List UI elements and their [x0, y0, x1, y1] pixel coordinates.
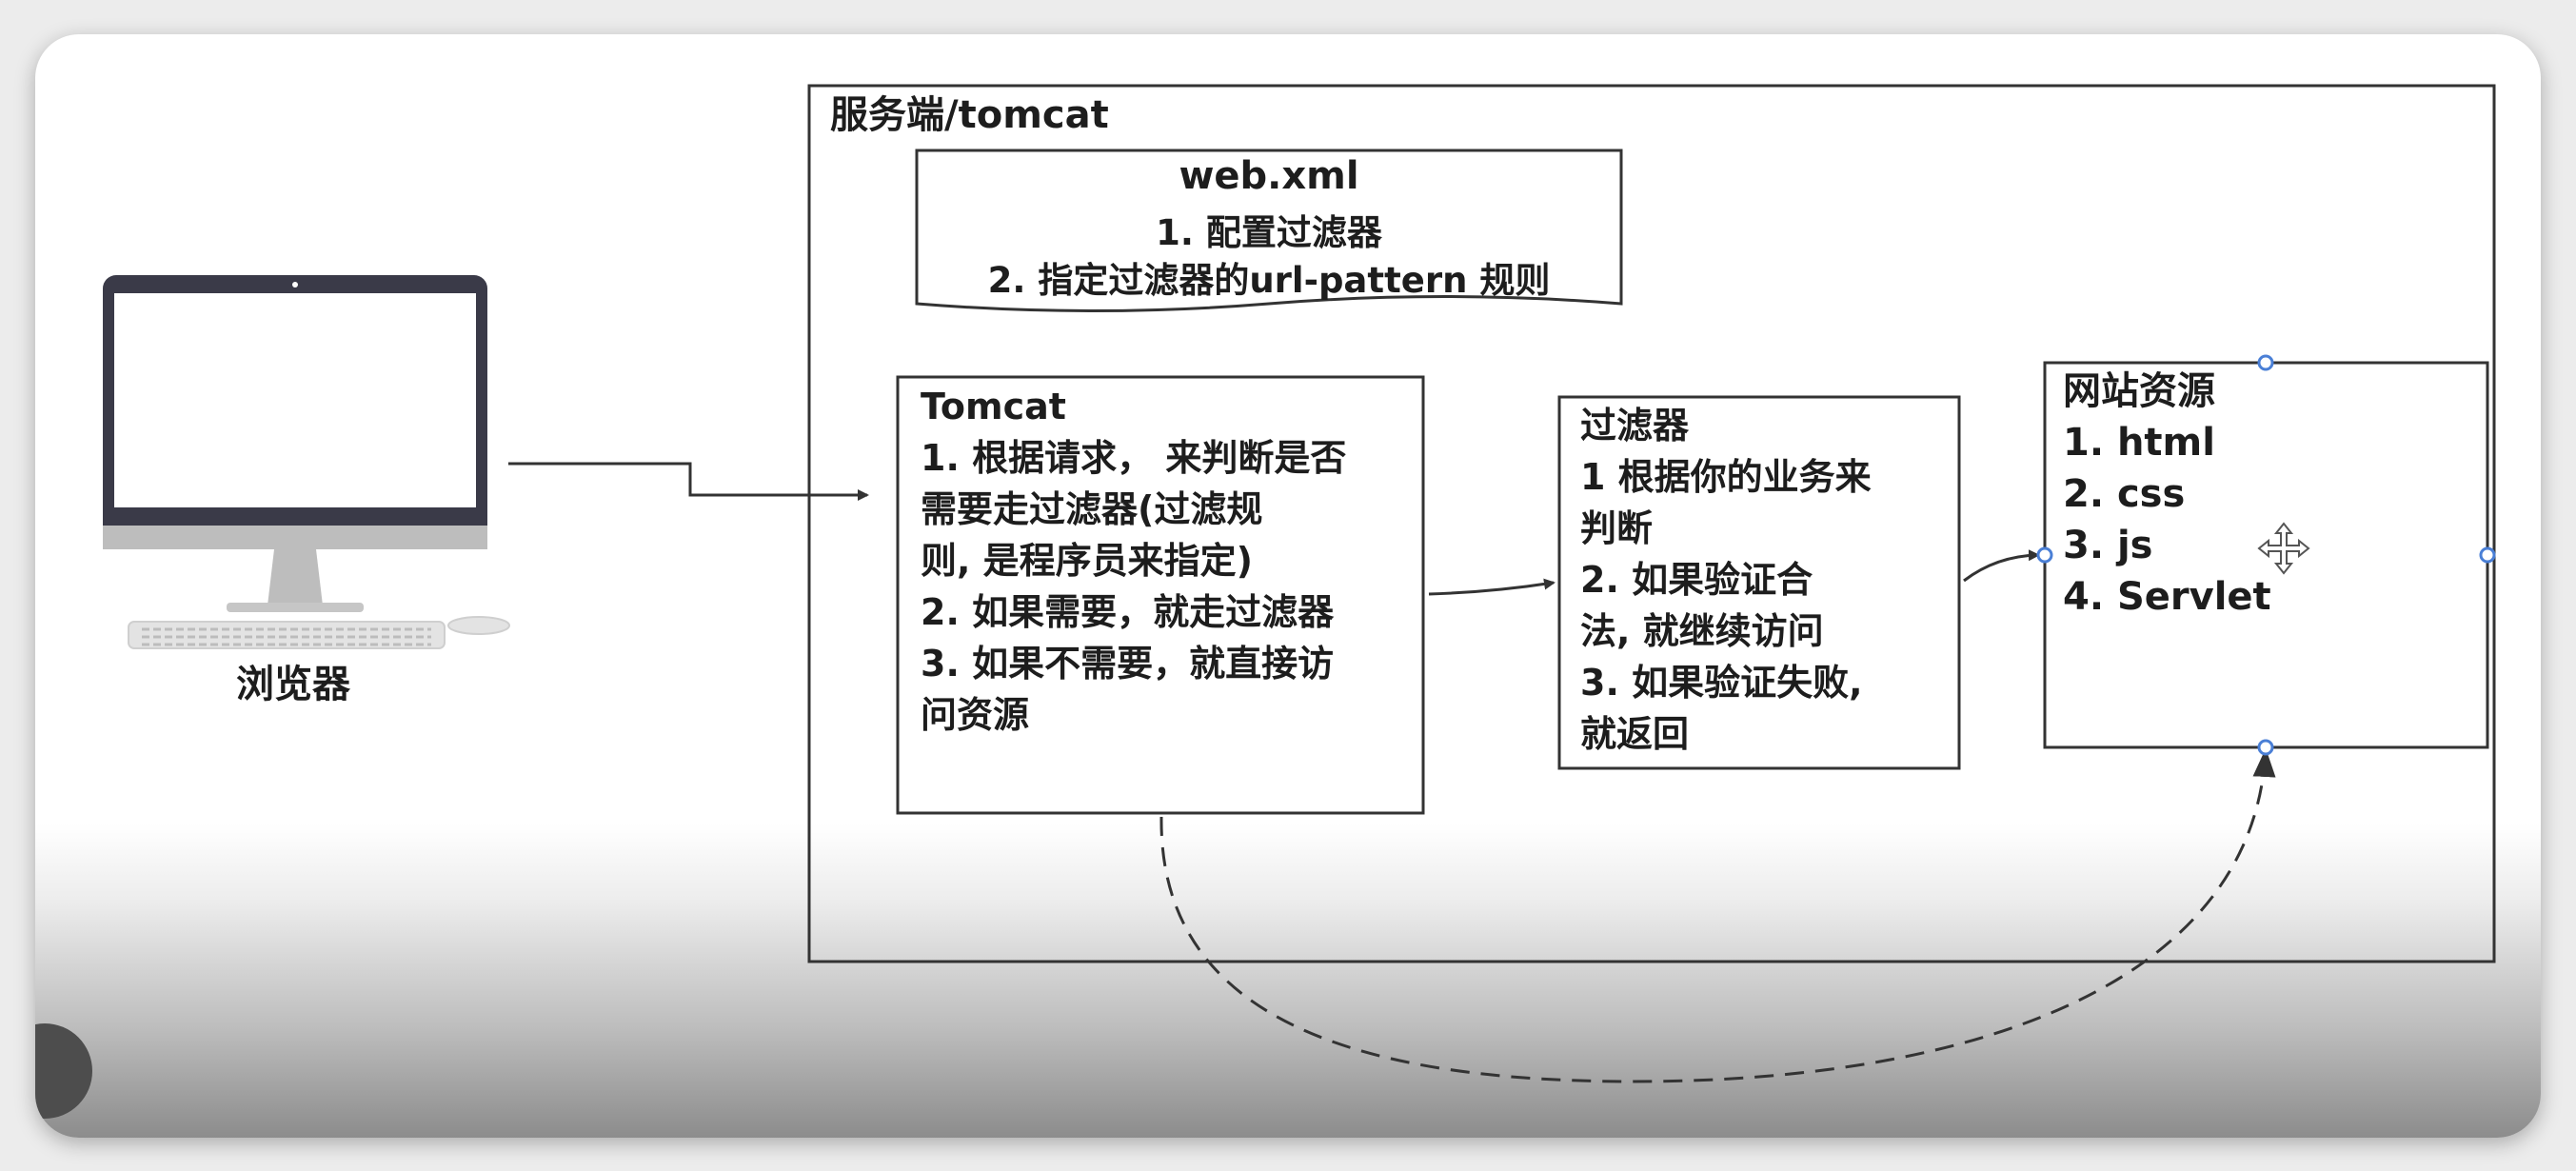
resources-line: 4. Servlet	[2063, 575, 2271, 619]
tomcat-line: 需要走过滤器(过滤规	[921, 488, 1263, 530]
filter-box-text: 过滤器 1 根据你的业务来 判断 2. 如果验证合 法, 就继续访问 3. 如果…	[1580, 400, 1872, 760]
webxml-document-shape	[915, 149, 1623, 312]
webxml-line-2: 2. 指定过滤器的url-pattern 规则	[987, 260, 1551, 301]
resources-line: 网站资源	[2063, 369, 2215, 413]
browser-to-tomcat-arrow	[508, 462, 869, 501]
selection-handles[interactable]	[2036, 354, 2496, 756]
keyboard-icon	[128, 621, 446, 649]
tomcat-box-text: Tomcat 1. 根据请求， 来判断是否 需要走过滤器(过滤规 则, 是程序员…	[921, 381, 1346, 741]
move-cursor-icon	[2257, 522, 2310, 575]
tomcat-box	[896, 375, 1425, 815]
diagram-canvas	[103, 84, 2496, 1083]
tomcat-line: 问资源	[921, 694, 1030, 736]
webxml-line-1: 1. 配置过滤器	[1156, 212, 1382, 253]
canvas: 服务端/tomcat web.xml 1. 配置过滤器 2. 指定过滤器的url…	[35, 34, 2541, 1138]
filter-line: 判断	[1580, 507, 1654, 549]
tomcat-line: 则, 是程序员来指定)	[921, 540, 1254, 582]
filter-box	[1557, 395, 1961, 770]
tomcat-line: 3. 如果不需要，就直接访	[921, 643, 1335, 685]
filter-line: 就返回	[1580, 713, 1690, 755]
filter-line: 3. 如果验证失败,	[1580, 662, 1863, 704]
tomcat-to-filter-arrow	[1428, 578, 1556, 596]
monitor-icon	[103, 275, 487, 612]
server-box	[807, 84, 2496, 963]
tomcat-line: 1. 根据请求， 来判断是否	[921, 437, 1347, 479]
filter-line: 法, 就继续访问	[1580, 610, 1824, 652]
resources-line: 1. html	[2063, 421, 2215, 465]
resources-line: 2. css	[2063, 472, 2186, 516]
bottom-shade	[35, 824, 2541, 1138]
server-title: 服务端/tomcat	[830, 93, 1109, 137]
filter-line: 1 根据你的业务来	[1580, 456, 1872, 498]
webxml-title: web.xml	[1179, 154, 1359, 198]
resources-box-text: 网站资源 1. html 2. css 3. js 4. Servlet	[2063, 366, 2271, 623]
filter-line: 过滤器	[1580, 405, 1690, 447]
resources-line: 3. js	[2063, 524, 2153, 567]
browser-label: 浏览器	[236, 663, 350, 706]
mouse-icon	[447, 616, 510, 635]
tomcat-line: 2. 如果需要，就走过滤器	[921, 591, 1335, 633]
filter-to-resources-arrow	[1963, 549, 2040, 583]
tomcat-line: Tomcat	[921, 386, 1066, 427]
direct-access-dashed-arrow	[1159, 748, 2276, 1083]
filter-line: 2. 如果验证合	[1580, 559, 1813, 601]
